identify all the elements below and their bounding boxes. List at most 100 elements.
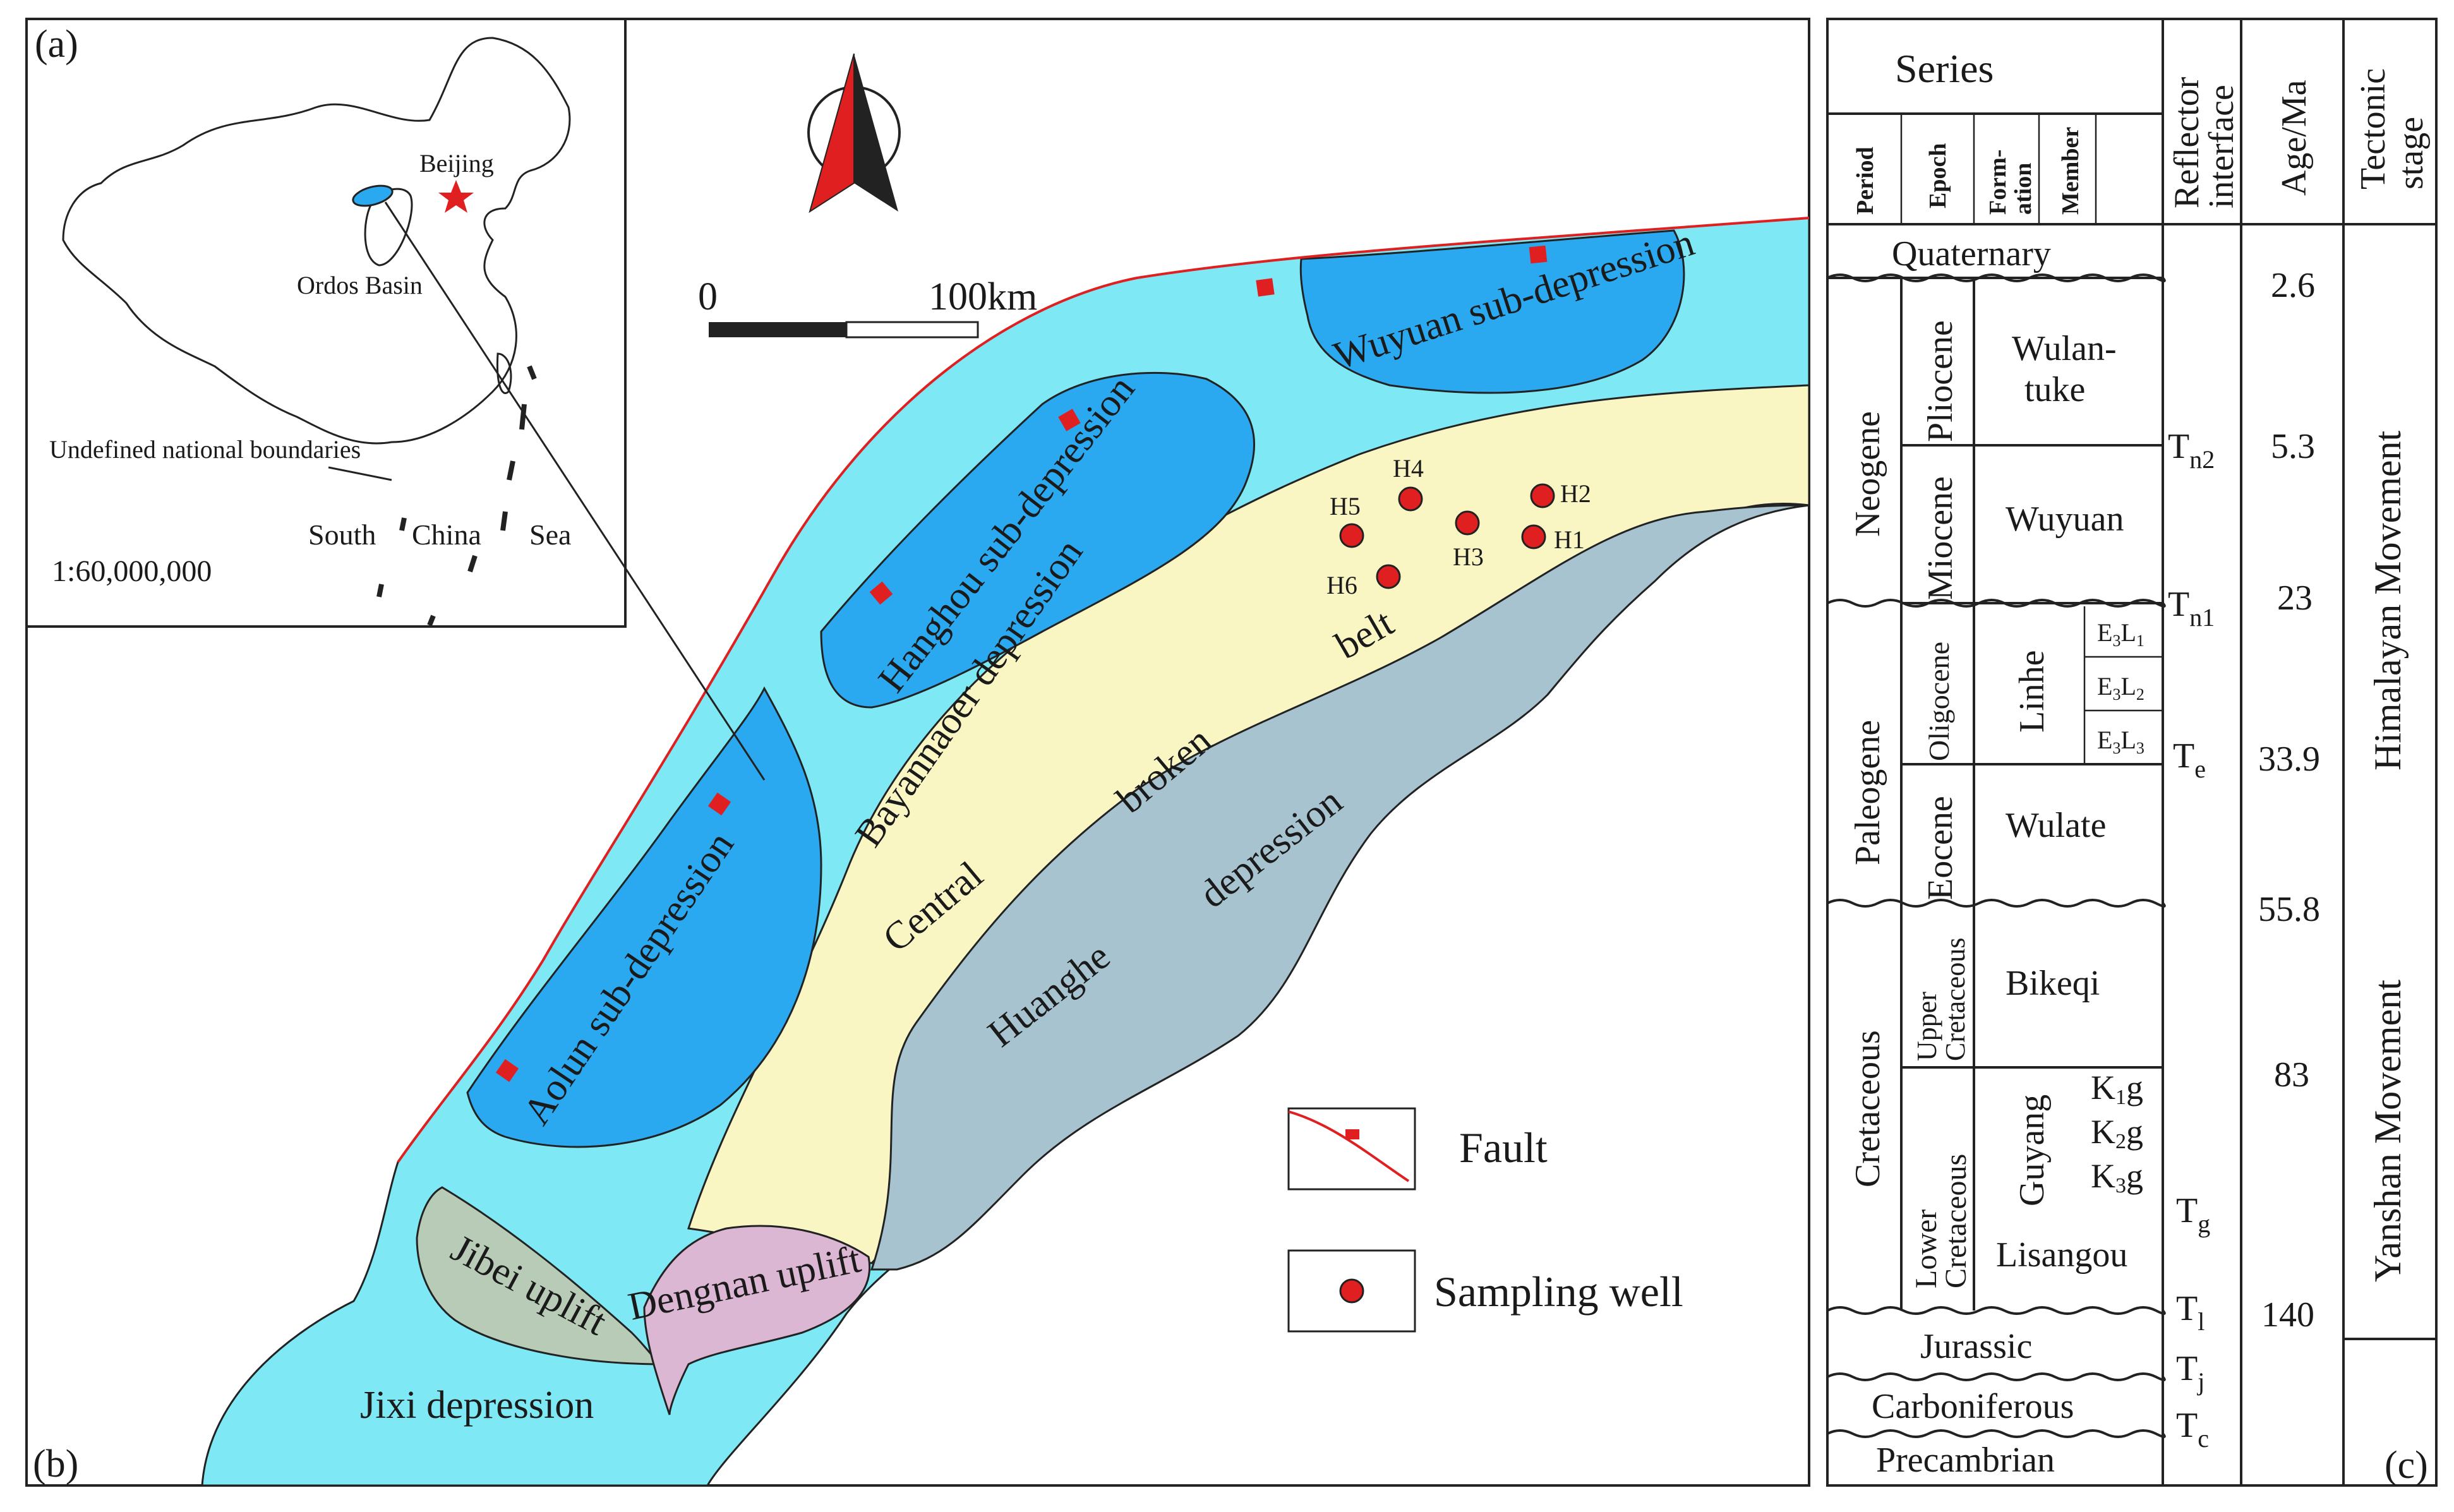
reflector-tn1: Tn1 bbox=[2168, 585, 2215, 632]
fm-linhe: Linhe bbox=[2012, 650, 2052, 733]
age-label: 55.8 bbox=[2258, 890, 2320, 929]
inset-scale: 1:60,000,000 bbox=[52, 555, 212, 588]
inset-sea: Sea bbox=[529, 519, 571, 551]
unit-neogene: Neogene bbox=[1848, 411, 1887, 537]
well-marker[interactable] bbox=[1530, 483, 1555, 508]
scale-zero: 0 bbox=[698, 275, 718, 318]
age-label: 5.3 bbox=[2271, 427, 2315, 466]
col-formation-2: ation bbox=[2010, 163, 2036, 215]
star-icon bbox=[438, 180, 474, 213]
well-marker[interactable] bbox=[1455, 510, 1480, 536]
wuyuan-subdepression bbox=[1299, 229, 1685, 394]
col-epoch: Epoch bbox=[1925, 143, 1951, 208]
aolun-subdepression bbox=[466, 686, 822, 1148]
reflector-tg: Tg bbox=[2176, 1191, 2210, 1238]
age-labels: 2.6 5.3 23 33.9 55.8 83 140 bbox=[2258, 266, 2320, 1335]
label-jixi: Jixi depression bbox=[360, 1384, 594, 1427]
tectonic-yanshan: Yanshan Movement bbox=[2367, 980, 2409, 1282]
fm-guyang: Guyang bbox=[2012, 1095, 2052, 1206]
dashed-boundaries bbox=[376, 365, 537, 627]
unit-carboniferous: Carboniferous bbox=[1872, 1387, 2074, 1426]
unit-pliocene: Pliocene bbox=[1921, 320, 1960, 442]
unit-upper-cret-1: Upper bbox=[1911, 992, 1942, 1061]
inset-china: China bbox=[412, 519, 481, 551]
age-label: 23 bbox=[2277, 579, 2313, 618]
panel-label-c: (c) bbox=[2385, 1444, 2428, 1487]
well-marker[interactable] bbox=[1339, 523, 1364, 548]
well-label: H4 bbox=[1393, 454, 1424, 483]
col-formation-1: Form- bbox=[1985, 150, 2011, 215]
inset-beijing: Beijing bbox=[419, 149, 494, 177]
boundary-fault bbox=[397, 217, 1810, 1163]
hanghou-subdepression bbox=[820, 371, 1255, 709]
well-label: H6 bbox=[1326, 571, 1357, 599]
well-label: H1 bbox=[1554, 525, 1585, 554]
unit-lower-cret-1: Lower bbox=[1910, 1209, 1943, 1288]
fm-wulantuke-1: Wulan- bbox=[2012, 329, 2117, 368]
well-label: H2 bbox=[1560, 479, 1591, 508]
well-marker[interactable] bbox=[1521, 524, 1546, 549]
well-label: H5 bbox=[1330, 492, 1361, 520]
linhe-members: E3L1 E3L2 E3L3 bbox=[2097, 618, 2144, 757]
col-period: Period bbox=[1852, 147, 1879, 215]
age-label: 83 bbox=[2274, 1055, 2309, 1095]
map-panel: Wuyuan sub-depression Hanghou sub-depres… bbox=[25, 18, 1810, 1487]
inset-ordos: Ordos Basin bbox=[297, 271, 423, 299]
scale-end: 100km bbox=[929, 275, 1037, 318]
col-reflector-2: interface bbox=[2202, 85, 2241, 208]
well-marker[interactable] bbox=[1376, 564, 1401, 589]
panel-label-a: (a) bbox=[35, 23, 78, 66]
fault-tick-marks bbox=[495, 245, 1548, 1083]
member-linhe-2: E3L2 bbox=[2097, 672, 2144, 704]
unit-eocene: Eocene bbox=[1921, 796, 1960, 900]
well-labels: H1 H2 H3 H4 H5 H6 bbox=[1326, 454, 1591, 599]
inset-boundaries: Undefined national boundaries bbox=[49, 435, 361, 464]
inset-panel: (a) Beijing Ordos Basin Undefined nation… bbox=[25, 18, 766, 781]
well-marker[interactable] bbox=[1398, 486, 1423, 512]
huanghe-depression bbox=[870, 504, 1810, 1271]
panel-label-b: (b) bbox=[33, 1443, 78, 1485]
col-reflector-1: Reflector bbox=[2167, 76, 2206, 208]
member-guyang-2: K2g bbox=[2091, 1113, 2143, 1153]
tectonic-himalayan: Himalayan Movement bbox=[2367, 430, 2409, 771]
reflector-tc: Tc bbox=[2176, 1406, 2209, 1453]
legend-well: Sampling well bbox=[1434, 1268, 1683, 1316]
unit-miocene: Miocene bbox=[1921, 476, 1960, 600]
reflector-te: Te bbox=[2173, 736, 2206, 783]
fm-wulate: Wulate bbox=[2006, 806, 2106, 845]
guyang-members: K1g K2g K3g bbox=[2091, 1069, 2143, 1197]
col-series: Series bbox=[1895, 46, 1994, 91]
scale-bar: 0 100km bbox=[698, 275, 1037, 339]
legend: Fault Sampling well bbox=[1287, 1107, 1683, 1333]
member-linhe-3: E3L3 bbox=[2097, 726, 2144, 757]
col-tectonic-2: stage bbox=[2391, 117, 2431, 189]
col-tectonic-1: Tectonic bbox=[2354, 68, 2393, 189]
unit-jurassic: Jurassic bbox=[1920, 1327, 2032, 1366]
well-label: H3 bbox=[1453, 543, 1484, 571]
dengnan-uplift bbox=[643, 1225, 871, 1415]
unit-quaternary: Quaternary bbox=[1892, 234, 2051, 273]
jibei-uplift bbox=[416, 1186, 664, 1365]
age-label: 2.6 bbox=[2271, 266, 2315, 305]
inset-south: South bbox=[308, 519, 376, 551]
col-member: Member bbox=[2057, 127, 2084, 215]
legend-fault: Fault bbox=[1459, 1124, 1548, 1172]
fm-wulantuke-2: tuke bbox=[2024, 370, 2085, 409]
member-linhe-1: E3L1 bbox=[2097, 618, 2144, 650]
china-outline bbox=[62, 37, 571, 445]
reflector-tj: Tj bbox=[2176, 1349, 2204, 1396]
unit-oligocene: Oligocene bbox=[1923, 642, 1955, 761]
unit-upper-cret-2: Cretaceous bbox=[1940, 938, 1971, 1061]
fm-bikeqi: Bikeqi bbox=[2006, 964, 2100, 1003]
unit-paleogene: Paleogene bbox=[1848, 720, 1887, 865]
reflector-labels: Tn2 Tn1 Te Tg Tl Tj Tc bbox=[2168, 427, 2215, 1453]
age-label: 140 bbox=[2261, 1295, 2314, 1335]
unit-precambrian: Precambrian bbox=[1876, 1441, 2055, 1480]
unit-cretaceous: Cretaceous bbox=[1848, 1030, 1887, 1187]
north-arrow-icon bbox=[807, 53, 901, 213]
stratigraphic-column: Series Period Epoch Form- ation Member R… bbox=[1826, 18, 2438, 1487]
fm-wuyuan: Wuyuan bbox=[2006, 500, 2124, 539]
col-age: Age/Ma bbox=[2275, 80, 2314, 196]
age-label: 33.9 bbox=[2258, 740, 2320, 779]
